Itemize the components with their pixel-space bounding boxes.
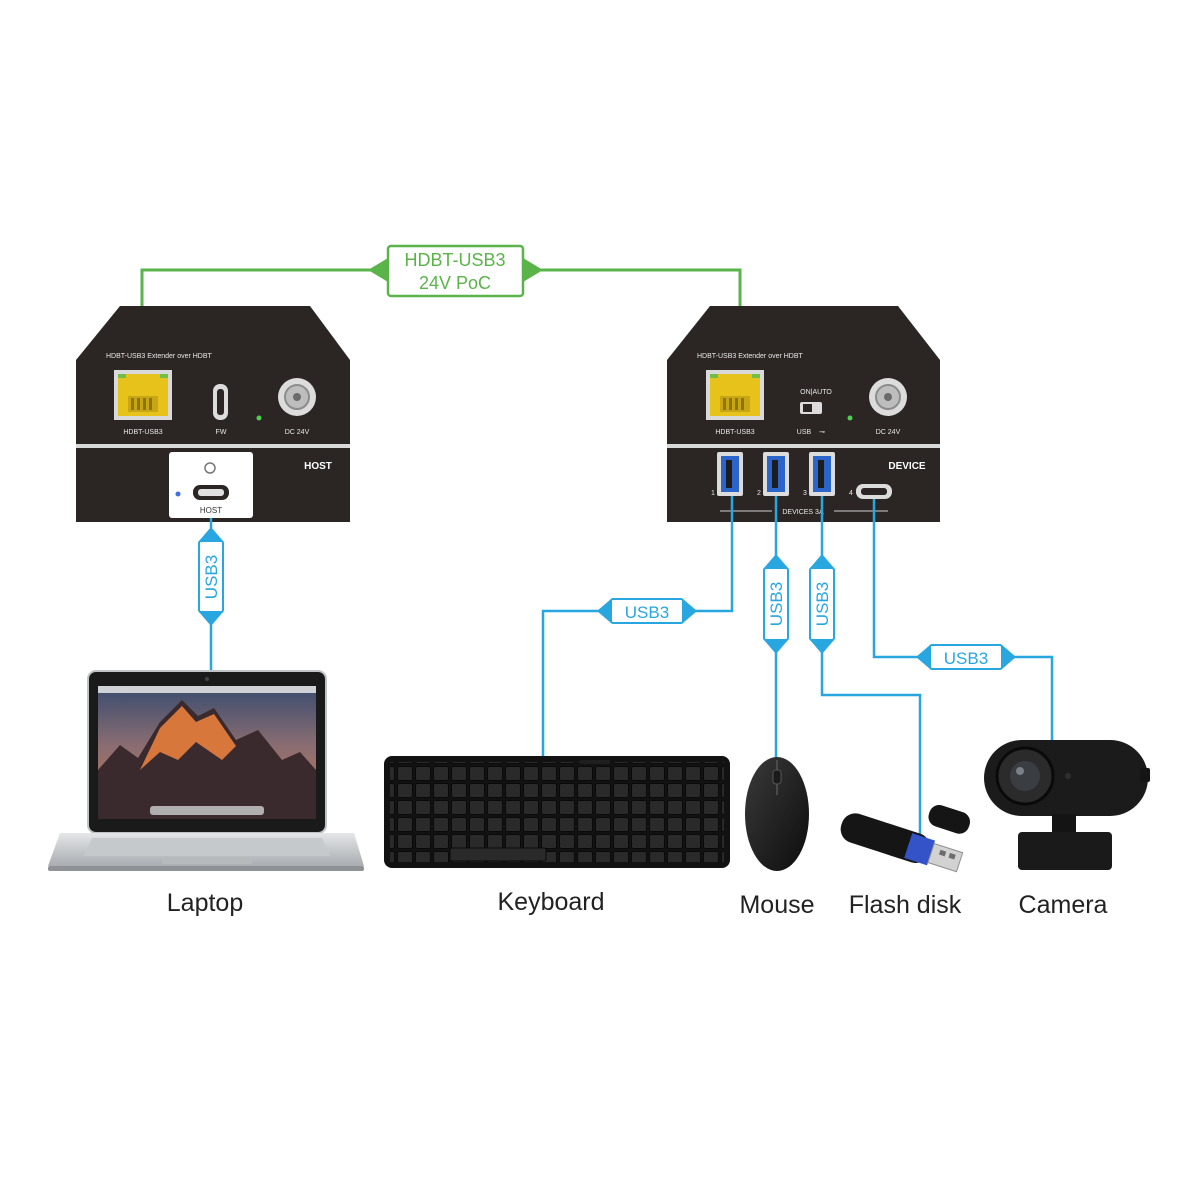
usb3-label-arrow-bottom: [764, 640, 788, 654]
usb-a-port-icon: [717, 452, 743, 496]
usb-a-port-icon: [809, 452, 835, 496]
host-port-rj45-label: HDBT-USB3: [123, 429, 162, 436]
camera-caption: Camera: [1019, 891, 1108, 919]
device-port-dc-label: DC 24V: [876, 429, 901, 436]
keyboard-caption: Keyboard: [497, 888, 604, 916]
hdbt-label-left-arrow: [368, 258, 388, 282]
usb-c-port-icon: [193, 485, 229, 500]
device-unit-top: [667, 306, 940, 360]
camera-icon: [984, 740, 1150, 870]
usb3-link-camera: USB3: [872, 499, 1054, 742]
ports-caption: DEVICES 3A: [782, 509, 824, 516]
keyboard-icon: [384, 756, 730, 868]
device-unit-divider: [667, 444, 940, 448]
usb-symbol-icon: ⊸: [819, 429, 825, 436]
usb3-label-arrow-right: [1002, 645, 1016, 669]
usb3-label-text: USB3: [202, 555, 221, 599]
rj45-port-icon: [114, 370, 172, 420]
host-section-label: HOST: [304, 461, 332, 472]
device-switch-label: ON|AUTO: [800, 389, 832, 396]
usb3-label-arrow-left: [597, 599, 611, 623]
status-led-icon: [847, 415, 853, 421]
hdbt-label-box: [386, 244, 525, 298]
usb-c-port-icon: [856, 484, 892, 499]
usb3-label-box: [929, 644, 1003, 670]
host-blue-led: [175, 491, 181, 497]
port-number-2: 2: [757, 490, 761, 497]
laptop-icon: [48, 670, 364, 871]
usb3-label-arrow-bottom: [810, 640, 834, 654]
usb-a-port-icon: [763, 452, 789, 496]
host-unit-divider: [76, 444, 350, 448]
host-unit: HDBT-USB3 Extender over HDBT HDBT-USB3 F…: [76, 306, 350, 522]
device-unit-top-caption: HDBT-USB3 Extender over HDBT: [697, 353, 804, 360]
device-unit-front-lower: [667, 448, 940, 522]
usb3-cable-line: [872, 499, 1054, 742]
flash-disk-icon: [840, 805, 971, 873]
host-unit-top: [76, 306, 350, 360]
mouse-icon: [745, 757, 809, 871]
port-number-3: 3: [803, 490, 807, 497]
hdbt-label-line1: HDBT-USB3: [404, 250, 505, 270]
usb3-link-keyboard: USB3: [541, 496, 734, 758]
usb3-label-box: [763, 567, 789, 641]
dc-power-jack-icon: [869, 378, 907, 416]
usb3-label-arrow-top: [810, 554, 834, 568]
usb3-label-box: [809, 567, 835, 641]
status-led-icon: [256, 415, 262, 421]
usb3-label-text: USB3: [625, 603, 669, 622]
usb3-label-arrow-top: [199, 527, 223, 541]
device-section-label: DEVICE: [888, 461, 926, 472]
usb3-label-box: [610, 598, 684, 624]
usb3-link-laptop: USB3: [198, 518, 224, 672]
device-port-rj45-label: HDBT-USB3: [715, 429, 754, 436]
usb3-label-text: USB3: [767, 582, 786, 626]
device-unit: HDBT-USB3 Extender over HDBT HDBT-USB3 O…: [667, 306, 940, 522]
host-indicator-ring: [204, 462, 216, 474]
mouse-caption: Mouse: [739, 891, 814, 919]
usb3-label-arrow-bottom: [199, 612, 223, 626]
host-unit-top-caption: HDBT-USB3 Extender over HDBT: [106, 353, 213, 360]
usb3-cable-line: [820, 496, 922, 835]
port-number-4: 4: [849, 490, 853, 497]
usb3-label-arrow-right: [683, 599, 697, 623]
laptop-caption: Laptop: [167, 889, 243, 917]
flash-disk-caption: Flash disk: [849, 891, 962, 919]
host-port-label: HOST: [200, 506, 222, 515]
usb3-label-arrow-left: [916, 645, 930, 669]
dc-power-jack-icon: [278, 378, 316, 416]
hdbt-label-right-arrow: [523, 258, 543, 282]
rj45-port-icon: [706, 370, 764, 420]
usb3-label-text: USB3: [944, 649, 988, 668]
host-port-dc-label: DC 24V: [285, 429, 310, 436]
usb-c-port-icon: [213, 384, 228, 420]
usb3-link-flash-disk: USB3: [809, 496, 922, 835]
usb3-link-mouse: USB3: [763, 496, 789, 760]
device-port-usb-label: USB: [797, 429, 812, 436]
usb3-label-arrow-top: [764, 554, 788, 568]
usb3-cable-line: [541, 496, 734, 758]
usb3-label-text: USB3: [813, 582, 832, 626]
port-number-1: 1: [711, 490, 715, 497]
usb3-label-box: [198, 540, 224, 613]
toggle-switch-icon: [800, 402, 822, 414]
host-port-fw-label: FW: [216, 429, 227, 436]
hdbt-label-line2: 24V PoC: [419, 273, 491, 293]
